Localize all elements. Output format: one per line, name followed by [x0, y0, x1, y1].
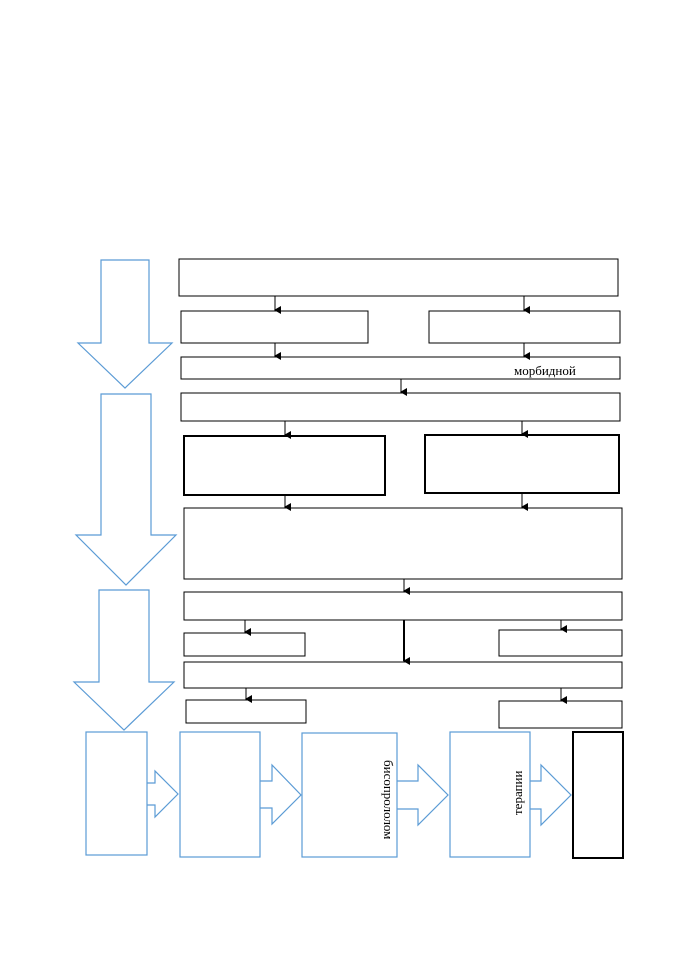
box-row2-left: [180, 310, 369, 344]
box-row10-left: [185, 699, 307, 724]
process-arrow-4-icon: [530, 763, 572, 827]
stage-1-down-arrow-icon: [76, 259, 174, 389]
bottom-box4-vertical-label: терапии: [510, 771, 525, 815]
process-arrow-1-icon: [147, 769, 179, 819]
box-row10-right: [498, 700, 623, 729]
process-box-final: [572, 731, 624, 859]
connectors: [244, 296, 567, 704]
process-box-3: [301, 732, 398, 858]
box-row8-left: [183, 632, 306, 657]
bottom-process: [85, 731, 572, 858]
stage-arrows: [72, 259, 178, 731]
box-row9-wide: [183, 661, 623, 689]
box-row7-wide: [183, 591, 623, 621]
box-row4-wide: [180, 392, 621, 422]
process-box-1: [85, 731, 148, 856]
process-box-2: [179, 731, 261, 858]
box-row2-right: [428, 310, 621, 344]
flow-boxes: [178, 258, 623, 729]
process-arrow-2-icon: [260, 763, 302, 826]
stage-2-down-arrow-icon: [74, 393, 178, 586]
box-row8-right: [498, 629, 623, 657]
row3-right-label: морбидной: [514, 363, 576, 378]
box-row6-large: [183, 507, 623, 580]
process-box-4: [449, 731, 531, 858]
bottom-box3-vertical-label: бисопрололом: [381, 760, 396, 839]
box-row5-left: [183, 435, 386, 496]
stage-3-down-arrow-icon: [72, 589, 176, 731]
process-arrow-3-icon: [397, 763, 449, 827]
box-top: [178, 258, 619, 297]
box-row5-right: [424, 434, 620, 494]
